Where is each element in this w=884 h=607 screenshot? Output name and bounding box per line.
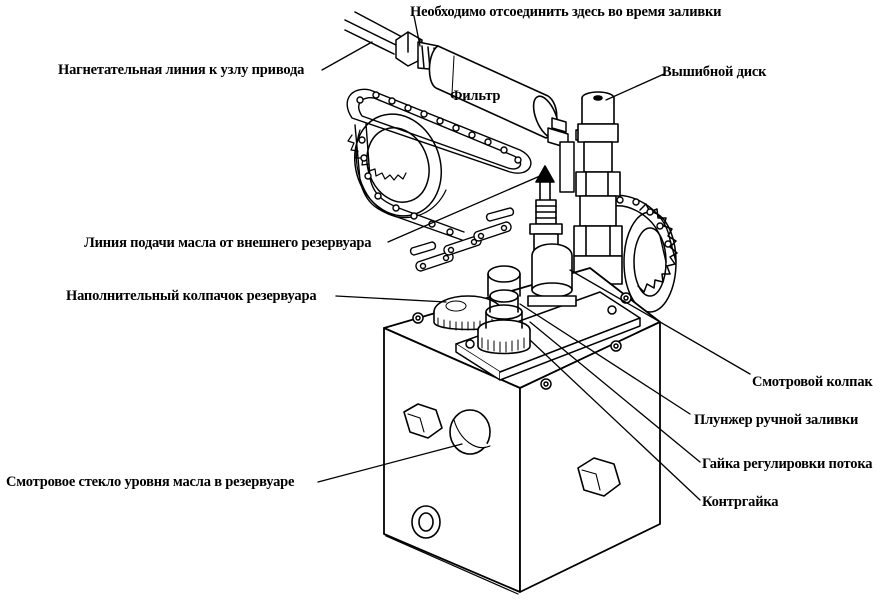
pressure-line-tubes	[345, 12, 404, 54]
plunger-stack	[478, 266, 530, 354]
sight-dome-part	[528, 244, 576, 306]
label-lock-nut: Контргайка	[702, 494, 779, 510]
label-plunger: Плунжер ручной заливки	[694, 412, 859, 428]
label-filter: Фильтр	[450, 88, 501, 104]
label-burst-disc: Вышибной диск	[662, 64, 767, 80]
label-disconnect: Необходимо отсоединить здесь во время за…	[410, 4, 722, 20]
label-pressure-line: Нагнетательная линия к узлу привода	[58, 62, 305, 78]
drive-chain-upper	[347, 89, 531, 173]
label-filler-cap: Наполнительный колпачок резервуара	[66, 288, 317, 304]
loose-chain-links	[411, 208, 514, 271]
front-bolts	[404, 404, 620, 538]
burst-disc-assembly	[574, 92, 622, 284]
drive-chain-lower	[355, 124, 464, 240]
label-sight-dome: Смотровой колпак	[752, 374, 873, 390]
label-supply-line: Линия подачи масла от внешнего резервуар…	[84, 235, 372, 251]
leader-lines	[318, 16, 750, 500]
label-sight-glass: Смотровое стекло уровня масла в резервуа…	[6, 474, 295, 490]
label-flow-nut: Гайка регулировки потока	[702, 456, 873, 472]
